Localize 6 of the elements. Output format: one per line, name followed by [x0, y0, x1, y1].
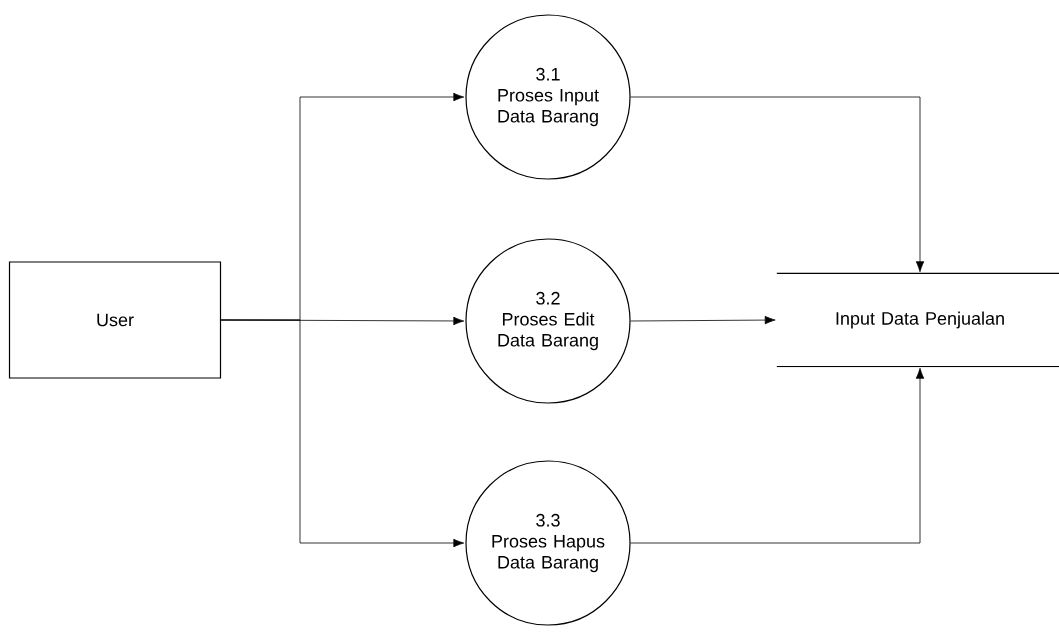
entity-box: User	[8, 261, 222, 379]
data-store: Input Data Penjualan	[776, 272, 1059, 368]
arrow	[630, 96, 925, 273]
arrow	[220, 319, 465, 548]
arrow	[630, 367, 925, 544]
arrow	[630, 315, 776, 325]
